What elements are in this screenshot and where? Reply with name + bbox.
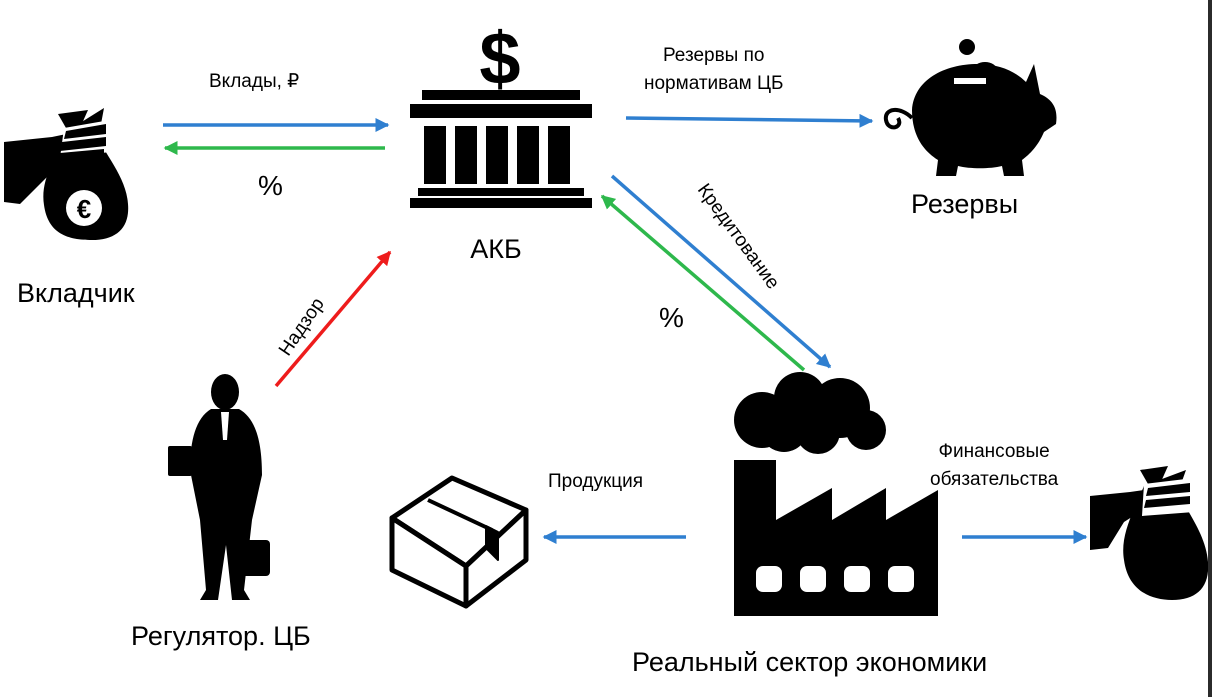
piggy-bank-icon: [883, 39, 1057, 176]
reserve-requirements-line-1: Резервы по: [662, 45, 765, 66]
reserves-label: Резервы: [911, 189, 1019, 219]
svg-text:$: $: [479, 17, 520, 100]
hand-money-bag-euro-icon: €: [4, 108, 129, 240]
right-border: [1208, 0, 1212, 697]
box-icon: [389, 475, 529, 609]
products-label: Продукция: [548, 471, 644, 492]
deposit-interest-label: %: [258, 170, 283, 201]
businessman-icon: [168, 374, 270, 600]
bank-dollar-icon: $: [410, 17, 592, 208]
deposits-label: Вклады, ₽: [209, 71, 300, 92]
hand-money-bag-icon: [1090, 466, 1209, 600]
loan-interest-label: %: [659, 302, 684, 333]
financial-obligations-label: Финансовые обязательства: [930, 438, 1058, 494]
factory-icon: [734, 372, 938, 616]
reserve-requirements-line-2: нормативам ЦБ: [644, 73, 784, 94]
bank-label: АКБ: [470, 234, 522, 264]
crediting-arrow: [610, 174, 832, 369]
loan-interest-arrow: [600, 194, 806, 372]
supervision-arrow: [274, 250, 392, 388]
financial-obligations-line-1: Финансовые: [938, 441, 1050, 462]
real-sector-label: Реальный сектор экономики: [632, 647, 988, 677]
regulator-label: Регулятор. ЦБ: [131, 621, 311, 651]
reserve-requirements-label: Резервы по нормативам ЦБ: [644, 42, 783, 98]
depositor-label: Вкладчик: [17, 278, 135, 308]
svg-text:€: €: [77, 194, 91, 224]
reserves-arrow: [625, 113, 874, 128]
financial-obligations-line-2: обязательства: [930, 469, 1059, 490]
